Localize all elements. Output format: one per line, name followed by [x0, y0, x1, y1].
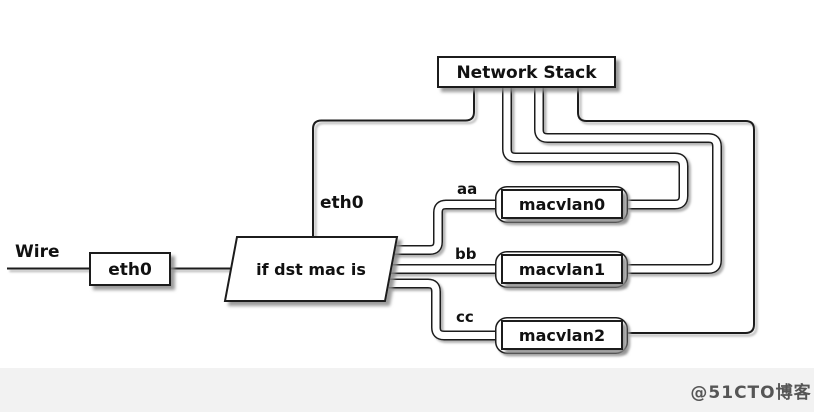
macvlan0-label: macvlan0: [519, 195, 605, 214]
branch-cc-label: cc: [456, 308, 474, 326]
network-stack-label: Network Stack: [456, 63, 597, 83]
eth0-box-label: eth0: [108, 260, 152, 280]
branch-bb-label: bb: [455, 245, 477, 263]
footer-band: [0, 368, 814, 412]
nic-label: eth0: [320, 193, 364, 213]
pipe-branch-cc: [389, 284, 503, 336]
pipe-branch-aa: [390, 205, 503, 251]
macvlan2-box: [501, 320, 623, 350]
macvlan1-box: [501, 254, 623, 284]
macvlan2-label: macvlan2: [519, 326, 605, 345]
wire-label: Wire: [15, 242, 60, 262]
eth0-to-stack-line: [312, 84, 475, 236]
watermark-text: @51CTO博客: [690, 382, 811, 403]
demux-parallelogram: [223, 236, 399, 302]
network-stack-box: [437, 56, 616, 88]
eth0-box: [89, 252, 171, 286]
macvlan1-label: macvlan1: [519, 260, 605, 279]
macvlan2-to-stack-line: [577, 84, 755, 334]
branch-aa-label: aa: [457, 180, 477, 198]
macvlan0-box: [501, 189, 623, 219]
pipe-macvlan1-to-stack: [539, 84, 717, 269]
demux-label: if dst mac is: [256, 260, 366, 279]
